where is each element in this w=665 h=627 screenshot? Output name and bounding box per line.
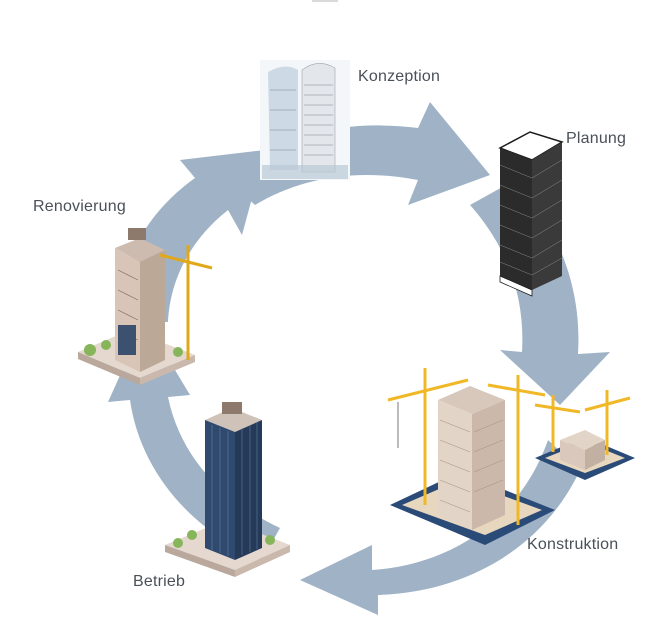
konstruktion-site: [387, 368, 635, 545]
stage-label-betrieb: Betrieb: [133, 573, 186, 590]
renovierung-building: [78, 228, 213, 385]
crane: [159, 245, 213, 360]
stage-label-renovierung: Renovierung: [33, 198, 126, 215]
stage-label-planung: Planung: [566, 130, 627, 147]
top-divider: [312, 0, 338, 2]
betrieb-building: [165, 402, 290, 577]
cranes: [387, 368, 631, 525]
stage-label-konstruktion: Konstruktion: [527, 536, 619, 553]
konzeption-sketch-image: [260, 60, 350, 180]
stage-label-konzeption: Konzeption: [358, 68, 441, 85]
planung-tower: [498, 131, 564, 297]
arrow-konstruktion-betrieb: [300, 440, 580, 615]
